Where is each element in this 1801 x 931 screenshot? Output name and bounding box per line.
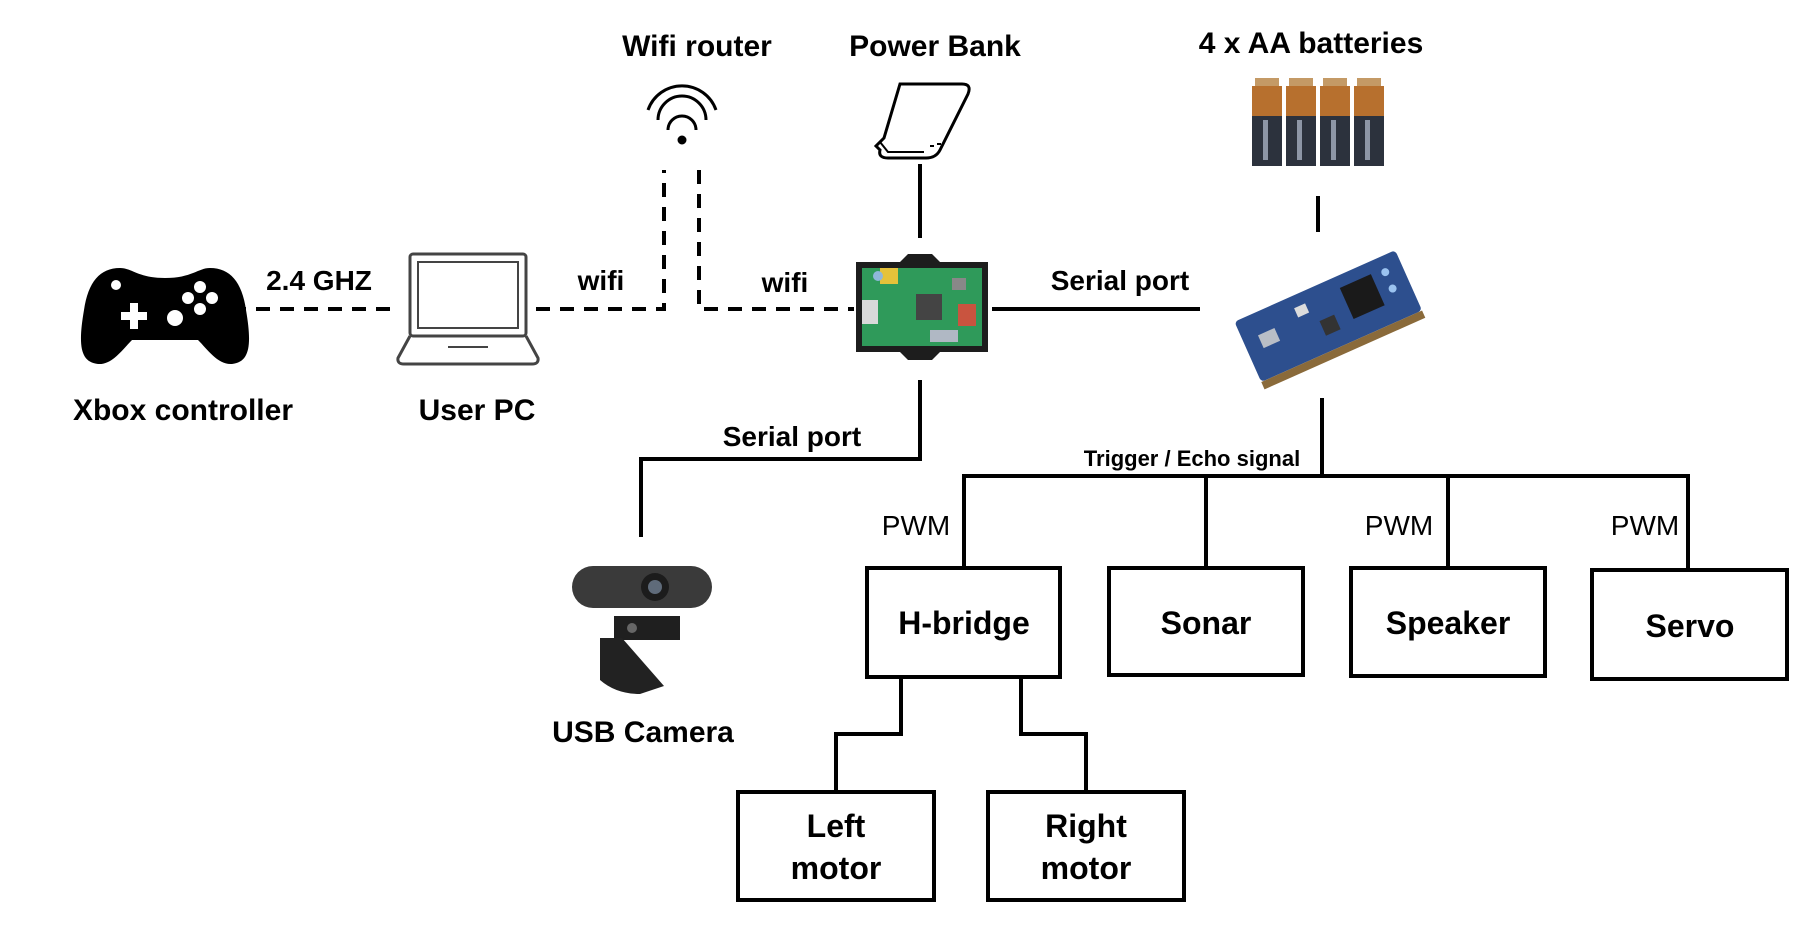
mbed-board-icon	[1235, 251, 1426, 390]
pwm-hbridge-label: PWM	[882, 510, 950, 541]
left-motor-label-line1: Left	[807, 808, 866, 844]
board-mbed-link-label: Serial port	[1051, 265, 1189, 296]
right-motor-label-line2: motor	[1041, 850, 1132, 886]
hbridge-box	[865, 566, 1062, 679]
hbridge-label: H-bridge	[898, 605, 1030, 641]
batteries-label: 4 x AA batteries	[1199, 27, 1424, 60]
gamepad-icon	[80, 268, 250, 365]
wire-hbridge-left	[834, 677, 903, 792]
user-pc-label: User PC	[419, 394, 536, 427]
speaker-box	[1349, 566, 1547, 678]
blocks	[736, 566, 1789, 902]
labels: Wifi router Power Bank 4 x AA batteries …	[73, 27, 1734, 886]
laptop-icon	[396, 252, 540, 366]
servo-label: Servo	[1646, 608, 1735, 644]
board-camera-link-label: Serial port	[723, 421, 861, 452]
controller-label: Xbox controller	[73, 394, 293, 427]
battery-icon	[1252, 78, 1384, 166]
wires	[232, 164, 1690, 792]
wifi-router-label: Wifi router	[622, 30, 772, 63]
sonar-box	[1107, 566, 1305, 677]
left-motor-box	[736, 790, 936, 902]
pwm-speaker-label: PWM	[1365, 510, 1433, 541]
power-bank-icon	[873, 82, 971, 160]
right-motor-box	[986, 790, 1186, 902]
wire-router-board	[697, 170, 854, 311]
raspberry-pi-board-icon	[856, 254, 988, 360]
sonar-label: Sonar	[1161, 605, 1252, 641]
usb-camera-label: USB Camera	[552, 716, 734, 749]
wire-pc-router	[536, 170, 666, 311]
pc-router-link-label: wifi	[577, 265, 625, 296]
servo-box	[1590, 568, 1789, 681]
bus-signal-label: Trigger / Echo signal	[1084, 446, 1300, 471]
wire-board-camera	[639, 380, 922, 537]
router-board-link-label: wifi	[761, 267, 809, 298]
pwm-servo-label: PWM	[1611, 510, 1679, 541]
controller-pc-link-label: 2.4 GHZ	[266, 265, 372, 296]
power-bank-label: Power Bank	[849, 30, 1021, 63]
wire-hbridge-right	[1019, 677, 1088, 792]
right-motor-label-line1: Right	[1045, 808, 1127, 844]
webcam-icon	[572, 566, 712, 694]
wifi-icon	[646, 84, 718, 145]
left-motor-label-line2: motor	[791, 850, 882, 886]
speaker-label: Speaker	[1386, 605, 1511, 641]
